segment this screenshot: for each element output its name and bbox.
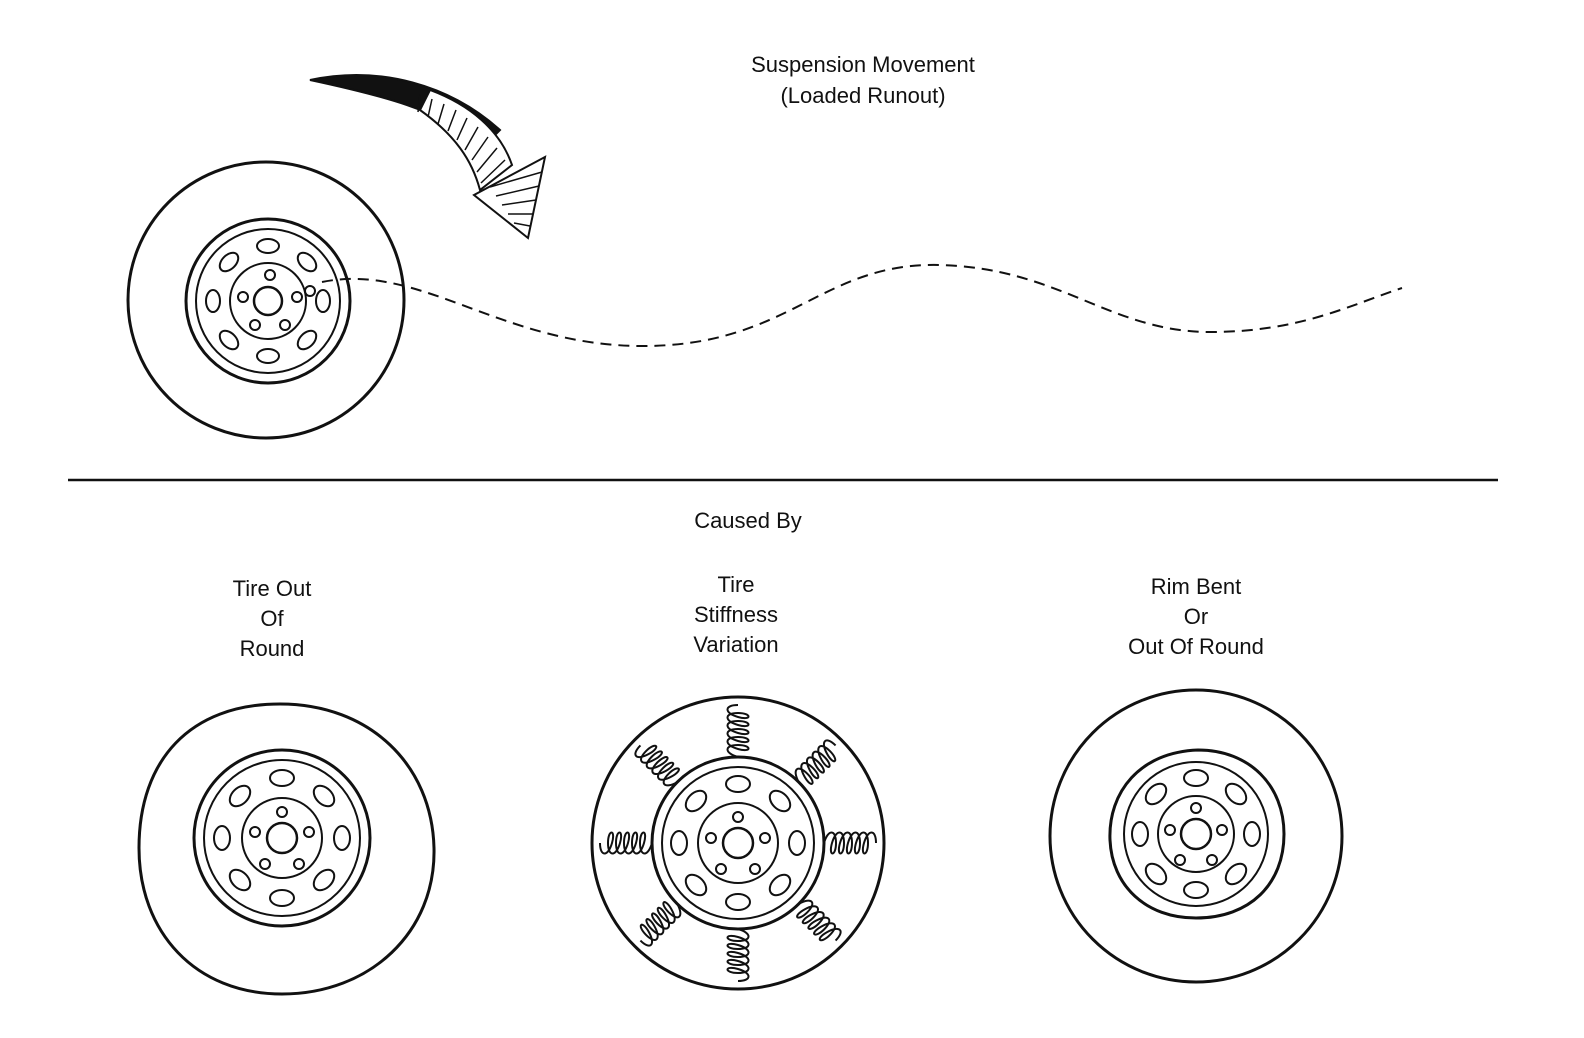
title-line-2: (Loaded Runout) bbox=[780, 83, 945, 108]
spring-top-left bbox=[634, 744, 680, 787]
cause-2-line-1: Tire bbox=[717, 572, 754, 597]
runout-wave-path bbox=[321, 263, 1403, 348]
main-tire-outer bbox=[126, 160, 406, 440]
spring-icons bbox=[599, 704, 877, 982]
spring-right bbox=[823, 831, 877, 855]
rim-bent-figure bbox=[1048, 688, 1344, 984]
spring-top-right bbox=[794, 739, 837, 785]
main-tire bbox=[126, 160, 406, 440]
caused-by-label: Caused By bbox=[694, 508, 802, 533]
rotation-arrow bbox=[309, 74, 547, 240]
rim-bent-tire-outer bbox=[1048, 688, 1344, 984]
tire-stiffness-variation-figure bbox=[590, 695, 886, 991]
cause-2-line-2: Stiffness bbox=[694, 602, 778, 627]
runout-marker bbox=[304, 285, 316, 297]
cause-3-line-3: Out Of Round bbox=[1128, 634, 1264, 659]
spring-left bbox=[599, 831, 653, 855]
spring-bottom-right bbox=[796, 899, 842, 942]
out-of-round-tire-outer bbox=[137, 702, 436, 996]
cause-1-line-3: Round bbox=[240, 636, 305, 661]
cause-1-line-1: Tire Out bbox=[233, 576, 312, 601]
wheel-icon bbox=[650, 755, 826, 931]
spring-bottom-left bbox=[639, 901, 682, 947]
cause-2-line-3: Variation bbox=[693, 632, 778, 657]
main-wheel-icon bbox=[184, 217, 352, 385]
cause-1-line-2: Of bbox=[260, 606, 284, 631]
cause-3-line-1: Rim Bent bbox=[1151, 574, 1241, 599]
cause-3-line-2: Or bbox=[1184, 604, 1208, 629]
spring-bottom bbox=[726, 928, 750, 982]
title-line-1: Suspension Movement bbox=[751, 52, 975, 77]
bent-wheel-icon bbox=[1108, 748, 1286, 920]
stiffness-tire-outer bbox=[590, 695, 886, 991]
wheel-icon bbox=[192, 748, 372, 928]
tire-out-of-round-figure bbox=[137, 702, 436, 996]
spring-top bbox=[726, 704, 750, 758]
